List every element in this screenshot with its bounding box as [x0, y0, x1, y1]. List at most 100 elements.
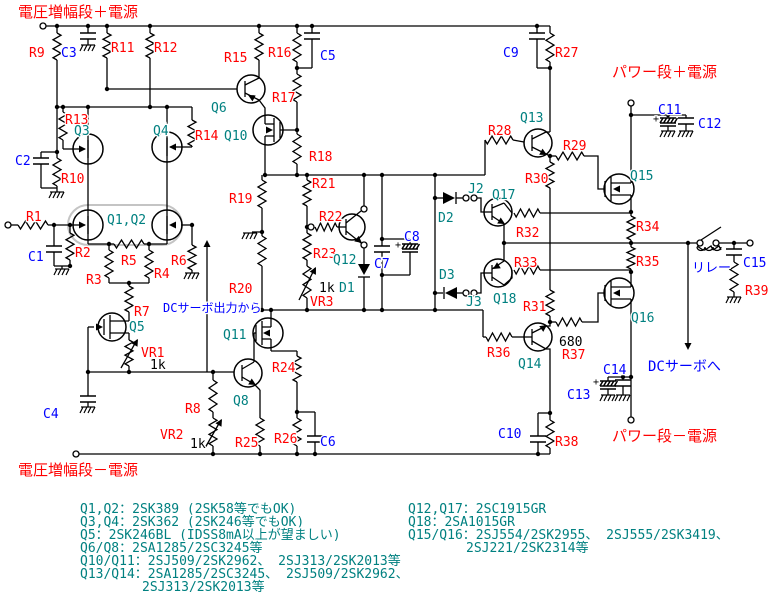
ground-hatch	[65, 268, 70, 276]
label-vr2: VR2	[160, 428, 183, 443]
label-r2: R2	[75, 246, 91, 261]
junction-dot	[731, 240, 737, 246]
resistor-symbol	[254, 417, 266, 447]
junction-dot	[54, 149, 60, 155]
ground-hatch	[685, 130, 690, 138]
label-r23: R23	[313, 247, 336, 262]
ground-hatch	[677, 130, 682, 138]
label-r1: R1	[26, 210, 42, 225]
label-q6: Q6	[211, 101, 227, 116]
label-c7: C7	[374, 257, 390, 272]
wire	[512, 139, 525, 143]
junction-dot	[85, 369, 91, 375]
wire	[700, 226, 722, 241]
resistor-symbol	[301, 179, 313, 207]
label-c13: C13	[567, 388, 590, 403]
wire	[491, 276, 505, 286]
ground-hatch	[603, 394, 608, 402]
label-q17: Q17	[492, 188, 515, 203]
label-r34: R34	[636, 220, 660, 235]
label-q18: Q18	[493, 292, 516, 307]
junction-dot	[379, 172, 385, 178]
wire	[477, 272, 484, 294]
junction-dot	[126, 280, 132, 286]
title-power-minus-supply: パワー段－電源	[612, 427, 717, 445]
resistor-symbol	[291, 355, 303, 383]
junction-dot	[256, 23, 262, 29]
label-c14: C14	[603, 363, 627, 378]
q11-arrow	[263, 329, 270, 337]
electrolytic-hatch	[610, 380, 615, 387]
label-c5: C5	[320, 49, 336, 64]
ground-hatch	[79, 44, 84, 52]
label-r12: R12	[154, 41, 177, 56]
ground-hatch	[253, 232, 258, 240]
parts-note-line: Q10/Q11：2SJ509/2SK2962、 2SJ313/2SK2013等	[80, 553, 401, 569]
q15-arrow	[613, 185, 620, 193]
resistor-symbol	[256, 235, 268, 267]
label-r5: R5	[121, 254, 137, 269]
input-terminal	[4, 221, 12, 229]
junction-dot	[268, 307, 274, 313]
resistor-symbol	[64, 232, 76, 261]
ground-hatch	[611, 394, 616, 402]
dc-servo-to-arrow	[684, 343, 692, 350]
resistor-symbol	[256, 179, 268, 209]
wire	[546, 348, 551, 413]
junction-dot	[312, 451, 318, 457]
junction-dot	[294, 127, 300, 133]
polarity-plus-mark: +	[653, 114, 659, 125]
junction-dot	[547, 319, 553, 325]
label-c15: C15	[743, 256, 766, 271]
label-d1: D1	[339, 281, 355, 296]
label-r26: R26	[274, 432, 297, 447]
ground-hatch	[607, 394, 612, 402]
vr3-wiper-arrow	[309, 267, 316, 275]
junction-dot	[147, 23, 153, 29]
label-c6: C6	[320, 435, 336, 450]
label-vr1: VR1	[141, 346, 164, 361]
electrolytic-hatch	[662, 117, 668, 124]
junction-dot	[547, 153, 553, 159]
resistor-symbol	[513, 264, 541, 276]
q16-arrow	[613, 289, 620, 297]
q3-gate-arrow	[79, 145, 86, 153]
wire	[531, 131, 547, 140]
polarity-plus-mark: +	[395, 240, 401, 251]
junction-dot	[259, 229, 265, 235]
ground-hatch	[91, 406, 96, 414]
ground-hatch	[52, 191, 57, 199]
resistor-symbol	[123, 285, 135, 313]
label-c8: C8	[404, 230, 420, 245]
junction-dot	[432, 172, 438, 178]
annotation-dc-servo-to: DCサーボへ	[648, 359, 721, 375]
junction-dot	[547, 65, 553, 71]
junction-dot	[126, 369, 132, 375]
junction-dot	[104, 23, 110, 29]
capacitor-symbols	[33, 32, 742, 443]
ground-hatch	[183, 272, 188, 280]
wire	[241, 361, 255, 370]
junction-dot	[535, 451, 541, 457]
wire	[244, 77, 260, 86]
relay-contact	[696, 239, 704, 247]
resistor-symbol	[17, 219, 49, 231]
title-vas-minus-supply: 電圧増幅段－電源	[18, 461, 138, 479]
ground-hatch	[249, 232, 254, 240]
label-r27: R27	[555, 46, 578, 61]
junction-dot	[294, 172, 300, 178]
resistor-symbol	[625, 215, 637, 241]
wire	[491, 202, 505, 209]
junction-dot	[361, 172, 367, 178]
label-r20: R20	[229, 282, 252, 297]
transistor-body-q12	[338, 213, 366, 241]
variable-resistor-symbol	[301, 265, 313, 299]
wire	[345, 210, 362, 224]
transistor-body-q2	[151, 209, 183, 241]
label-vr3: VR3	[310, 295, 333, 310]
label-c11: C11	[658, 103, 681, 118]
label-r3: R3	[86, 273, 102, 288]
junction-dot	[379, 272, 385, 278]
